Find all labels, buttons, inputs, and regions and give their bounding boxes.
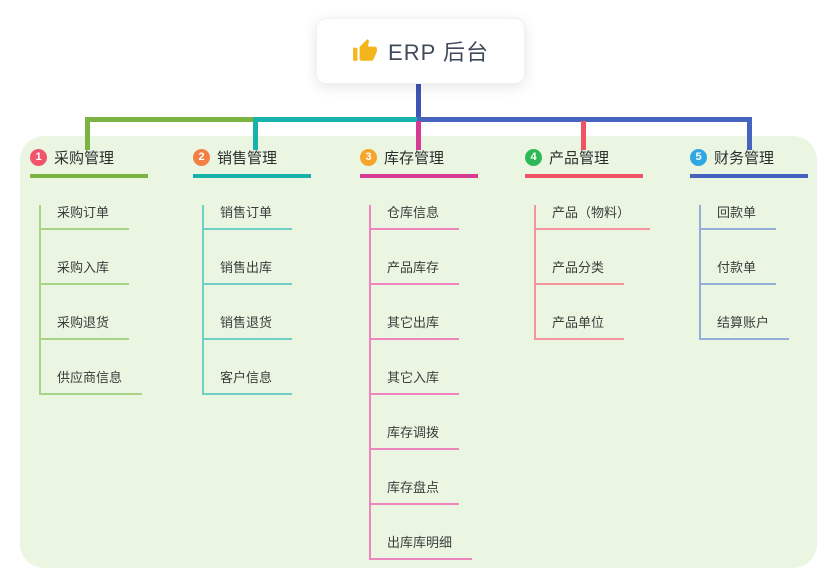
child-node[interactable]: 采购入库	[41, 260, 130, 285]
child-node[interactable]: 产品库存	[371, 260, 460, 285]
branch-2: 2 销售管理销售订单销售出库销售退货客户信息	[193, 146, 311, 395]
branch-drop-connector-3	[416, 121, 421, 150]
child-node[interactable]: 产品单位	[536, 315, 625, 340]
bus-connector-1	[85, 117, 258, 122]
child-node[interactable]: 库存盘点	[371, 480, 460, 505]
branch-1-children: 采购订单采购入库采购退货供应商信息	[39, 205, 143, 395]
child-node[interactable]: 其它入库	[371, 370, 460, 395]
branch-drop-connector-4	[581, 121, 586, 150]
branch-5-children: 回款单付款单结算账户	[699, 205, 790, 340]
bus-connector-3	[417, 117, 752, 122]
branch-number-badge: 5	[690, 148, 707, 166]
branches-panel	[20, 136, 817, 568]
child-node[interactable]: 库存调拨	[371, 425, 460, 450]
branch-5: 5 财务管理回款单付款单结算账户	[690, 146, 808, 340]
branch-title: 库存管理	[384, 149, 445, 167]
branch-title: 产品管理	[549, 149, 610, 167]
branch-1: 1 采购管理采购订单采购入库采购退货供应商信息	[30, 146, 148, 395]
child-node[interactable]: 客户信息	[204, 370, 293, 395]
branch-3: 3 库存管理仓库信息产品库存其它出库其它入库库存调拨库存盘点出库库明细	[360, 146, 478, 560]
child-node[interactable]: 销售订单	[204, 205, 293, 230]
branch-number-badge: 2	[193, 148, 210, 166]
branch-4-children: 产品（物料） 产品分类产品单位	[534, 205, 651, 340]
child-node[interactable]: 销售退货	[204, 315, 293, 340]
branch-1-title-node[interactable]: 1 采购管理	[30, 146, 148, 178]
branch-title: 采购管理	[54, 149, 115, 167]
child-node[interactable]: 产品（物料）	[536, 205, 651, 230]
child-node[interactable]: 付款单	[701, 260, 777, 285]
child-node[interactable]: 其它出库	[371, 315, 460, 340]
branch-4: 4 产品管理产品（物料） 产品分类产品单位	[525, 146, 651, 340]
root-trunk-connector	[416, 82, 421, 121]
child-node[interactable]: 产品分类	[536, 260, 625, 285]
branch-drop-connector-2	[253, 117, 258, 150]
branch-drop-connector-1	[85, 117, 90, 150]
branch-2-children: 销售订单销售出库销售退货客户信息	[202, 205, 293, 395]
child-node[interactable]: 仓库信息	[371, 205, 460, 230]
child-node[interactable]: 采购退货	[41, 315, 130, 340]
branch-title: 销售管理	[217, 149, 278, 167]
branch-number-badge: 3	[360, 148, 377, 166]
branch-3-title-node[interactable]: 3 库存管理	[360, 146, 478, 178]
child-node[interactable]: 回款单	[701, 205, 777, 230]
child-node[interactable]: 供应商信息	[41, 370, 143, 395]
root-title: ERP 后台	[388, 40, 489, 65]
child-node[interactable]: 出库库明细	[371, 535, 473, 560]
thumbs-up-icon	[353, 39, 377, 61]
branch-title: 财务管理	[714, 149, 775, 167]
child-node[interactable]: 结算账户	[701, 315, 790, 340]
child-node[interactable]: 销售出库	[204, 260, 293, 285]
branch-number-badge: 1	[30, 148, 47, 166]
bus-connector-2	[253, 117, 421, 122]
branch-4-title-node[interactable]: 4 产品管理	[525, 146, 643, 178]
child-node[interactable]: 采购订单	[41, 205, 130, 230]
branch-number-badge: 4	[525, 148, 542, 166]
root-node[interactable]: ERP 后台	[316, 18, 525, 84]
branch-2-title-node[interactable]: 2 销售管理	[193, 146, 311, 178]
branch-3-children: 仓库信息产品库存其它出库其它入库库存调拨库存盘点出库库明细	[369, 205, 473, 560]
branch-drop-connector-5	[747, 117, 752, 150]
branch-5-title-node[interactable]: 5 财务管理	[690, 146, 808, 178]
